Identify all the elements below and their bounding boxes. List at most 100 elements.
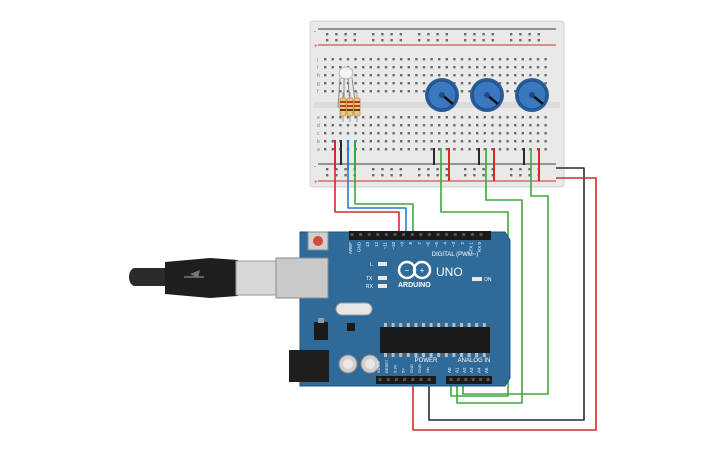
rail-hole: [528, 174, 531, 177]
rail-hole: [335, 33, 338, 36]
breadboard-hole: [438, 148, 441, 151]
power-pin: [403, 378, 407, 381]
breadboard-hole: [453, 116, 456, 119]
breadboard-hole: [422, 74, 426, 77]
breadboard-hole: [407, 148, 410, 151]
resistor-2[interactable]: [346, 92, 354, 122]
reset-button-cap[interactable]: [313, 236, 323, 246]
breadboard-hole: [422, 66, 426, 69]
breadboard-hole: [521, 58, 524, 61]
breadboard-hole: [491, 74, 494, 77]
power-pin-label: IOREF: [376, 360, 381, 373]
analog-pin-label: A5: [484, 367, 489, 373]
breadboard-hole: [476, 74, 479, 77]
potentiometer-1[interactable]: [425, 78, 459, 112]
breadboard-hole: [536, 124, 540, 127]
rail-hole: [353, 33, 356, 36]
breadboard-hole: [339, 58, 342, 61]
breadboard-hole: [521, 140, 524, 143]
rail-hole: [436, 168, 439, 171]
potentiometer-2[interactable]: [470, 78, 504, 112]
breadboard-hole: [415, 124, 418, 127]
analog-pin: [471, 378, 475, 381]
wire-gnd: [428, 167, 585, 421]
breadboard-hole: [392, 132, 395, 135]
breadboard-hole: [339, 82, 342, 85]
rail-hole: [464, 39, 467, 42]
digital-pin-label: 4: [443, 242, 448, 245]
chip-pin: [452, 353, 456, 357]
breadboard-hole: [529, 124, 532, 127]
breadboard-hole: [468, 74, 471, 77]
breadboard-hole: [407, 116, 410, 119]
breadboard-hole: [445, 74, 448, 77]
breadboard-hole: [324, 58, 327, 61]
rail-hole: [353, 39, 356, 42]
potentiometer-3[interactable]: [515, 78, 549, 112]
rail-minus-label-bottom: -: [314, 164, 316, 170]
row-letter: i: [317, 65, 318, 71]
wire-green-led: [354, 170, 414, 234]
digital-pin: [350, 233, 354, 236]
breadboard-hole: [460, 74, 464, 77]
breadboard-hole: [514, 82, 517, 85]
digital-pin: [376, 233, 380, 236]
rail-hole: [399, 33, 402, 36]
breadboard-hole: [438, 58, 441, 61]
breadboard-hole: [514, 124, 517, 127]
breadboard-hole: [521, 148, 524, 151]
breadboard-hole: [377, 90, 380, 93]
digital-pin-label: 13: [365, 242, 370, 248]
resistor-3[interactable]: [353, 92, 361, 122]
digital-pin: [402, 233, 406, 236]
chip-pin: [391, 323, 395, 327]
breadboard-hole: [498, 66, 502, 69]
chip-pin: [429, 353, 433, 357]
wire-pot3-a2: [462, 148, 549, 395]
breadboard-hole: [346, 132, 350, 135]
breadboard-hole: [369, 140, 372, 143]
row-letter: e: [317, 115, 320, 121]
breadboard-hole: [362, 82, 365, 85]
chip-pin: [422, 323, 425, 327]
chip-pin: [406, 323, 410, 327]
breadboard-hole: [536, 132, 540, 135]
rail-hole: [372, 174, 375, 177]
breadboard-hole: [491, 132, 494, 135]
wire-pot2-a1: [456, 148, 523, 404]
breadboard-hole: [422, 132, 426, 135]
breadboard-hole: [460, 124, 464, 127]
digital-pin-label: GND: [357, 241, 362, 252]
rail-hole: [381, 33, 384, 36]
breadboard-hole: [491, 66, 494, 69]
analog-pin: [486, 378, 490, 381]
analog-pin-label: A0: [447, 367, 452, 373]
breadboard-hole: [362, 132, 365, 135]
led-tx: [378, 276, 387, 280]
digital-pin: [359, 233, 363, 236]
breadboard-hole: [384, 148, 388, 151]
rail-hole: [418, 39, 421, 42]
resistor-1[interactable]: [339, 92, 347, 122]
breadboard-hole: [407, 82, 410, 85]
breadboard-hole: [362, 116, 365, 119]
rail-hole: [344, 174, 347, 177]
rail-hole: [372, 33, 375, 36]
rail-hole: [335, 168, 338, 171]
analog-pin: [449, 378, 453, 381]
breadboard-hole: [529, 140, 532, 143]
rail-hole: [445, 174, 448, 177]
breadboard-hole: [339, 90, 342, 93]
rail-hole: [399, 39, 402, 42]
breadboard-hole: [369, 58, 372, 61]
crystal: [335, 302, 373, 316]
digital-pin: [427, 233, 431, 236]
breadboard-hole: [483, 66, 486, 69]
rail-hole: [445, 168, 448, 171]
breadboard-hole: [514, 116, 517, 119]
breadboard-hole: [377, 66, 380, 69]
breadboard-hole: [422, 124, 426, 127]
wires: [334, 148, 597, 431]
breadboard-hole: [544, 140, 547, 143]
